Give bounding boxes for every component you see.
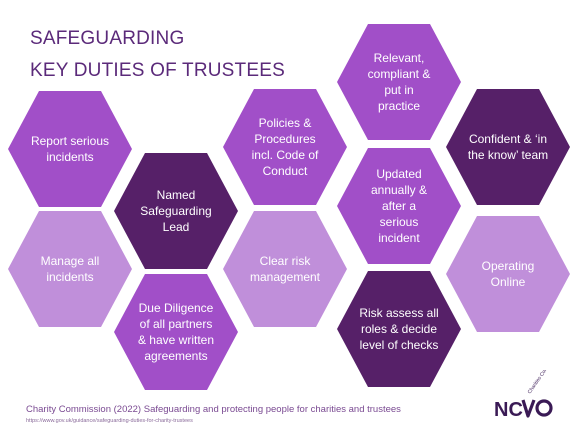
- hex-label: Risk assess all roles & decide level of …: [359, 306, 439, 352]
- hex-due-diligence: Due Diligence of all partners & have wri…: [114, 274, 238, 390]
- hex-named-safeguarding-lead: Named Safeguarding Lead: [114, 153, 238, 269]
- slide-title-line2: KEY DUTIES OF TRUSTEES: [30, 60, 285, 81]
- hex-risk-assess-roles: Risk assess all roles & decide level of …: [337, 271, 461, 387]
- logo-letter-v: [521, 399, 536, 418]
- logo-letters-nc: NC: [494, 399, 523, 421]
- logo-tagline: Charities Connected: [527, 370, 558, 395]
- hex-label: Named Safeguarding Lead: [140, 188, 212, 234]
- hex-label: Confident & ‘in the know’ team: [467, 132, 549, 162]
- hex-confident-team: Confident & ‘in the know’ team: [446, 89, 570, 205]
- hex-label: Report serious incidents: [30, 134, 110, 164]
- ncvo-logo-icon: NC Charities Connected: [494, 354, 558, 421]
- footer-citation: Charity Commission (2022) Safeguarding a…: [26, 404, 401, 415]
- hex-clear-risk-management: Clear risk management: [223, 211, 347, 327]
- hex-updated-annually: Updated annually & after a serious incid…: [337, 148, 461, 264]
- ncvo-logo: NC Charities Connected: [490, 354, 560, 422]
- hex-operating-online: Operating Online: [446, 216, 570, 332]
- footer-url: https://www.gov.uk/guidance/safeguarding…: [26, 418, 193, 424]
- hex-label: Clear risk management: [249, 254, 321, 284]
- hex-label: Policies & Procedures incl. Code of Cond…: [251, 116, 319, 178]
- hex-label: Updated annually & after a serious incid…: [370, 167, 428, 245]
- hex-policies-procedures: Policies & Procedures incl. Code of Cond…: [223, 89, 347, 205]
- hex-report-serious-incidents: Report serious incidents: [8, 91, 132, 207]
- hex-label: Manage all incidents: [40, 254, 100, 284]
- hex-label: Operating Online: [481, 259, 535, 289]
- logo-letter-o: [535, 399, 553, 417]
- hex-label: Due Diligence of all partners & have wri…: [137, 301, 215, 363]
- hex-relevant-compliant: Relevant, compliant & put in practice: [337, 24, 461, 140]
- hex-label: Relevant, compliant & put in practice: [367, 51, 431, 113]
- slide-title-line1: SAFEGUARDING: [30, 28, 185, 49]
- hex-manage-all-incidents: Manage all incidents: [8, 211, 132, 327]
